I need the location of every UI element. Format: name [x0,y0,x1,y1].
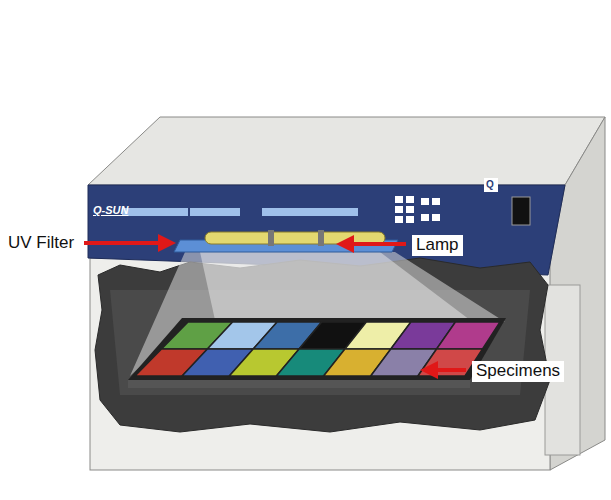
keypad [395,196,440,223]
display-bar [190,208,240,216]
part-label: UV Filter [8,234,74,253]
specimen-panels [135,322,500,376]
callout-arrow [336,235,406,253]
display-bar [262,208,358,216]
light-beam [130,252,505,376]
top-surface [88,117,605,185]
power-switch [512,197,530,225]
lamp-clamp [318,230,324,246]
light-beam [200,252,470,320]
part-label: Specimens [472,361,564,382]
display-bar [122,208,188,216]
brand-badge: Q [486,179,494,190]
callout-arrow [84,234,176,252]
part-label: Lamp [412,235,463,256]
lamp-clamp [268,230,274,246]
specimen-tray [128,318,506,380]
brand-logo: Q-SUN [93,204,128,216]
tray-edge [128,380,470,388]
callout-arrow [420,361,466,379]
logo-badge [484,178,498,192]
